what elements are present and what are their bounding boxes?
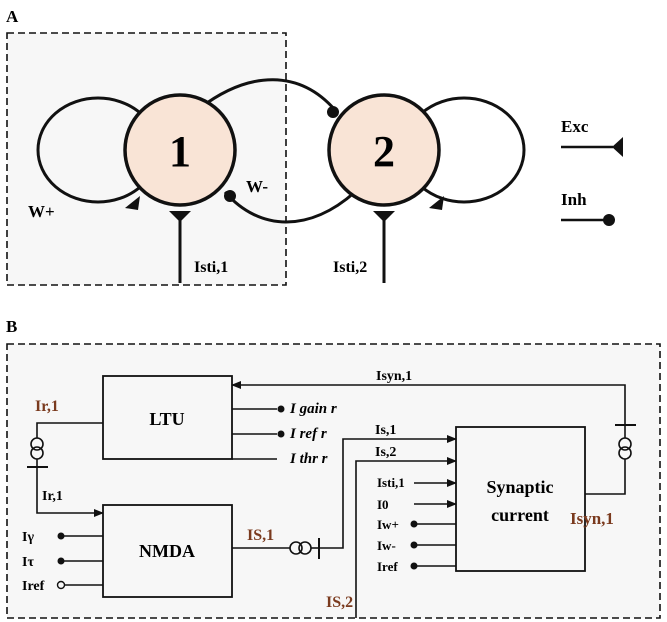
iw-plus-label: Iw+ [377,517,399,532]
exc-terminal-self-2 [429,196,444,210]
isyn1-top-label: Isyn,1 [376,369,412,384]
iref-nmda-label: Iref [22,579,45,594]
mid-source-coil-a [289,541,303,555]
is1-wire [319,435,457,549]
iref-nmda-dot [56,580,66,590]
node-1-label: 1 [169,127,191,176]
inh-dot-on-2 [327,106,339,118]
legend-exc-label: Exc [561,117,589,136]
igamma-label: Iγ [22,530,34,545]
ir-into-nmda-wire [36,467,104,517]
w-plus-label: W+ [28,202,55,221]
ltu-block [102,375,233,460]
iw-minus-label: Iw- [377,538,396,553]
i-gain-label: I gain r [289,401,337,417]
is2-bottom-label: IS,2 [326,594,353,611]
legend-exc-triangle [612,137,623,157]
synaptic-block [455,426,586,572]
inh-arc-2-to-1 [223,190,356,224]
nmda-label: NMDA [139,541,195,561]
ir1-in-label: Ir,1 [42,489,63,504]
legend-inh-dot [603,214,615,226]
isyn-feedback-wire [231,381,626,425]
inh-dot-on-1 [224,190,236,202]
syn-output-wire [585,459,626,495]
ltu-out-wire [36,422,103,438]
i-sti-2-label: Isti,2 [333,259,367,276]
ir1-out-label: Ir,1 [35,398,59,415]
i-ref-dot [277,430,285,438]
i-gain-dot [277,405,285,413]
itau-label: Iτ [22,555,34,570]
panel-a-letter: A [6,7,19,26]
is2-in-label: Is,2 [375,445,396,460]
left-source-coil-a [30,437,44,451]
node-2 [327,93,441,207]
i0-label: I0 [377,497,389,512]
ltu-label: LTU [149,409,184,429]
iref-syn-label: Iref [377,559,398,574]
nmda-block [102,504,233,598]
panel-b-letter: B [6,317,17,336]
legend-inh-label: Inh [561,190,587,209]
isyn1-out-label: Isyn,1 [570,509,614,528]
exc-terminal-stim-1 [169,211,191,222]
i-ref-label: I ref r [289,426,327,442]
is1-in-label: Is,1 [375,423,396,438]
exc-terminal-self-1 [125,196,140,210]
is2-wire [355,457,457,618]
w-minus-label: W- [246,177,268,196]
inh-arc-1-to-2 [199,78,337,111]
node-1 [123,93,237,207]
exc-terminal-stim-2 [373,211,395,222]
is1-left-label: IS,1 [247,527,274,544]
synaptic-label-2: current [491,505,549,525]
synaptic-label-1: Synaptic [486,477,553,497]
node-2-label: 2 [373,127,395,176]
i-thr-label: I thr r [289,451,328,467]
right-source-coil-a [618,437,632,451]
i-sti-1-label: Isti,1 [194,259,228,276]
isti1-label: Isti,1 [377,475,405,490]
